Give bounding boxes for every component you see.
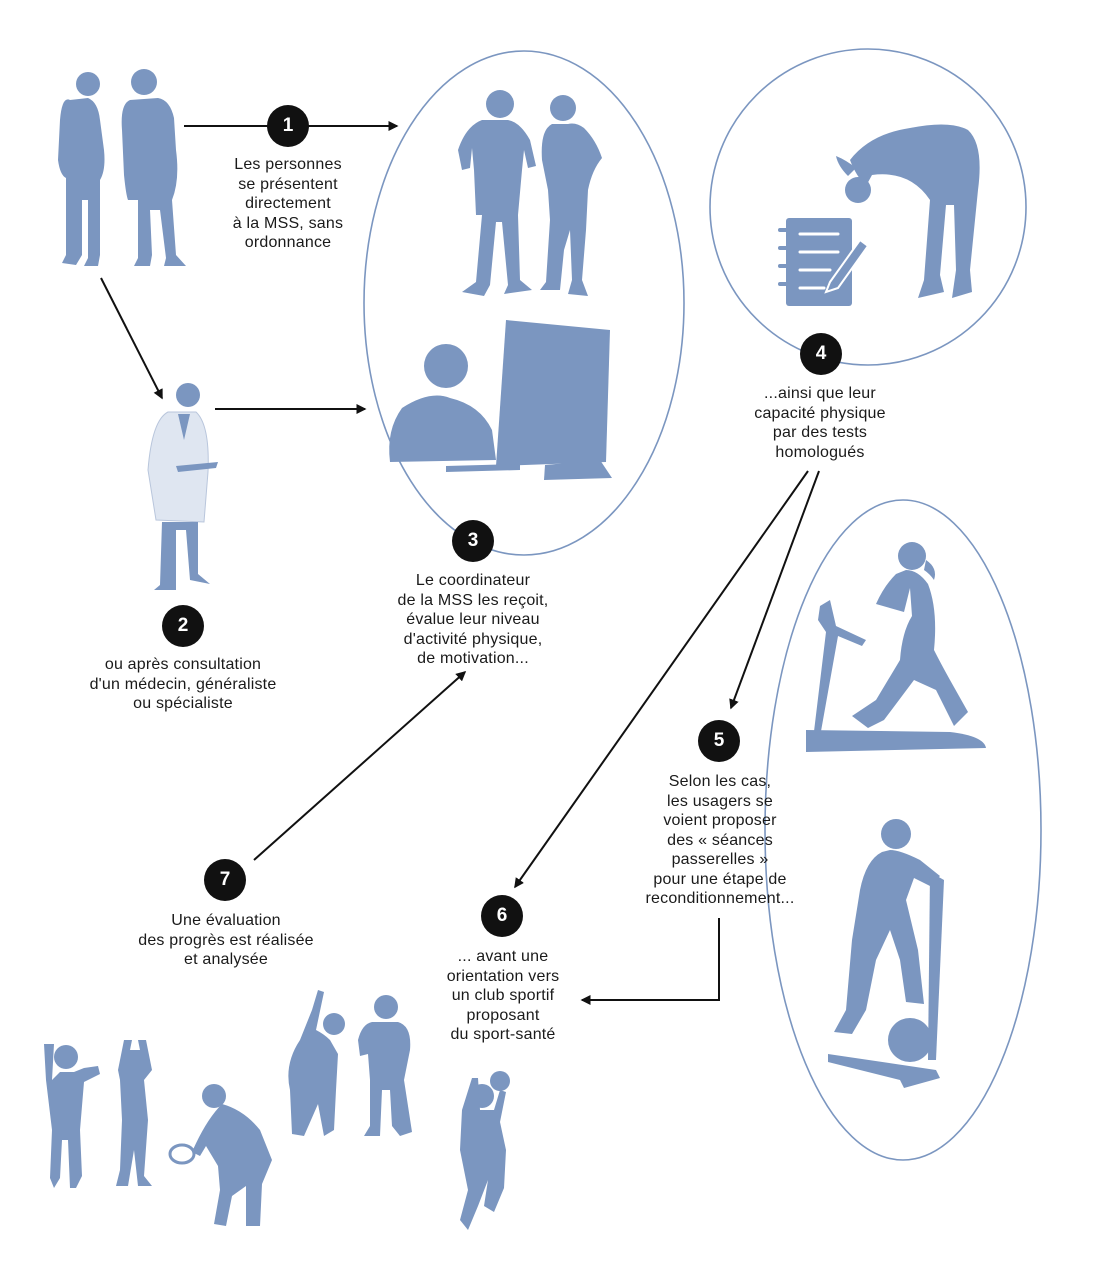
caption-line: Une évaluation xyxy=(171,912,281,929)
caption-line: ou spécialiste xyxy=(133,695,233,712)
caption-line: passerelles » xyxy=(671,851,769,868)
caption-line: et analysée xyxy=(183,951,269,968)
caption-line: orientation vers xyxy=(446,967,560,985)
caption-line: Les personnes xyxy=(234,156,342,173)
caption-line: pour une étape de xyxy=(653,870,787,888)
step-4-badge: 4 xyxy=(800,333,842,375)
caption-line: d'un médecin, généraliste xyxy=(89,675,277,693)
arrow-5-to-6 xyxy=(580,918,720,1005)
caption-line: capacité physique xyxy=(754,404,886,422)
step4-circle xyxy=(709,48,1027,366)
caption-line: les usagers se xyxy=(667,792,773,810)
step-5-badge: 5 xyxy=(698,720,740,762)
caption-line: évalue leur niveau xyxy=(406,611,540,628)
forward-bend-test-icon xyxy=(836,124,980,298)
caption-line: proposant xyxy=(466,1006,540,1024)
step-6-caption: ... avant une orientation vers un club s… xyxy=(418,947,588,1045)
caption-line: ... avant une xyxy=(457,948,549,965)
caption-line: homologués xyxy=(775,443,865,461)
step-4-caption: ...ainsi que leur capacité physique par … xyxy=(725,384,915,462)
step-7-caption: Une évaluation des progrès est réalisée … xyxy=(111,911,341,970)
step-7-badge: 7 xyxy=(204,859,246,901)
step-5-caption: Selon les cas, les usagers se voient pro… xyxy=(615,772,825,909)
caption-line: Selon les cas, xyxy=(668,773,772,790)
caption-line: du sport-santé xyxy=(450,1026,556,1043)
caption-line: se présentent xyxy=(238,175,338,193)
group-sport-activities-icon xyxy=(44,990,510,1230)
arrow-4-to-5 xyxy=(729,470,820,710)
caption-line: de motivation... xyxy=(417,650,529,667)
arrow-4-to-6 xyxy=(514,470,809,889)
caption-line: ou après consultation xyxy=(104,656,262,673)
caption-line: ...ainsi que leur xyxy=(764,385,876,402)
caption-line: reconditionnement... xyxy=(645,890,795,907)
step3-ellipse xyxy=(363,50,685,556)
caption-line: directement xyxy=(245,195,331,212)
two-people-standing-icon xyxy=(58,69,186,266)
coordinator-at-computer-icon xyxy=(389,320,612,480)
step-1-badge: 1 xyxy=(267,105,309,147)
caption-line: d'activité physique, xyxy=(403,630,543,648)
step-2-caption: ou après consultation d'un médecin, géné… xyxy=(58,655,308,714)
elliptical-trainer-icon xyxy=(828,819,944,1088)
arrow-people-to-doctor xyxy=(100,277,163,400)
step-3-badge: 3 xyxy=(452,520,494,562)
caption-line: voient proposer xyxy=(663,812,777,829)
step-2-badge: 2 xyxy=(162,605,204,647)
step-1-caption: Les personnes se présentent directement … xyxy=(198,155,378,253)
caption-line: de la MSS les reçoit, xyxy=(397,591,549,609)
doctor-icon xyxy=(147,383,218,590)
arrow-7-to-3 xyxy=(253,671,467,861)
clipboard-checklist-icon xyxy=(778,218,870,306)
caption-line: Le coordinateur xyxy=(415,572,531,589)
two-people-consulting-icon xyxy=(458,90,602,296)
step5-ellipse xyxy=(764,499,1042,1161)
caption-line: par des tests xyxy=(772,424,868,441)
caption-line: un club sportif xyxy=(451,987,555,1004)
treadmill-runner-icon xyxy=(806,542,986,752)
caption-line: des « séances xyxy=(667,831,773,849)
caption-line: à la MSS, sans xyxy=(232,214,344,232)
step-3-caption: Le coordinateur de la MSS les reçoit, év… xyxy=(373,571,573,669)
step-6-badge: 6 xyxy=(481,895,523,937)
caption-line: ordonnance xyxy=(244,234,332,251)
caption-line: des progrès est réalisée xyxy=(138,931,314,949)
